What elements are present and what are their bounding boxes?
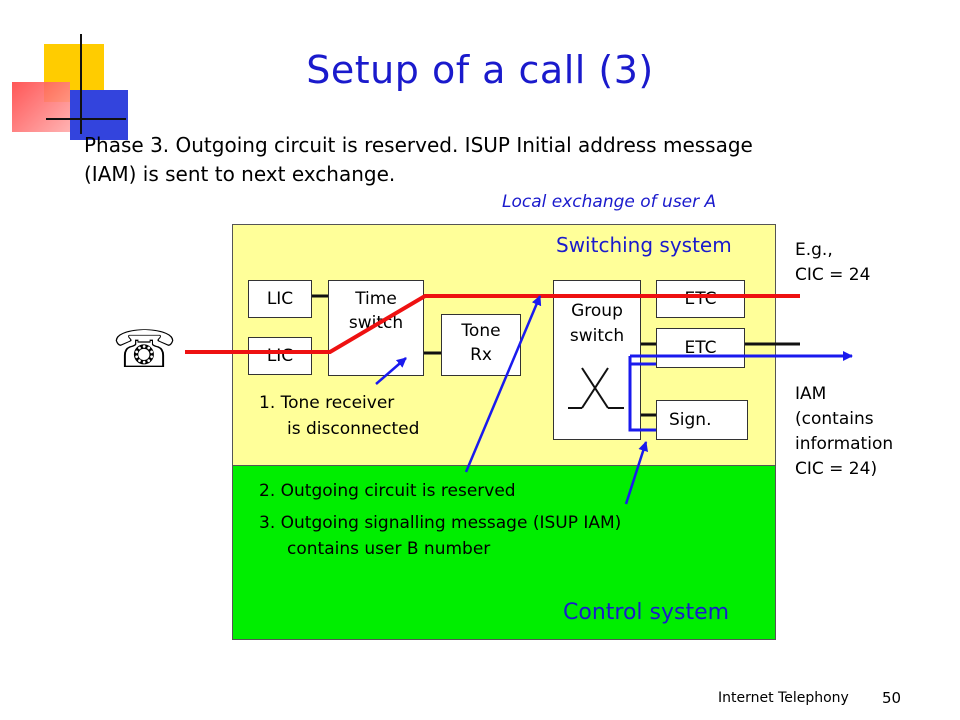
exchange-caption: Local exchange of user A (502, 192, 717, 212)
etc-bottom-block: ETC (656, 328, 745, 368)
note-1-line-1: 1. Tone receiver (259, 393, 395, 413)
time-switch-label-1: Time (355, 289, 397, 309)
sign-block: Sign. (656, 400, 748, 440)
group-switch-block: Group switch (553, 280, 641, 440)
tone-rx-block: Tone Rx (441, 314, 521, 376)
iam-line-4: CIC = 24) (795, 459, 878, 479)
footer-text: Internet Telephony (718, 690, 849, 706)
group-switch-label-2: switch (569, 326, 625, 346)
cic-example: E.g., CIC = 24 (795, 238, 870, 288)
slide-subtitle: Phase 3. Outgoing circuit is reserved. I… (84, 131, 944, 189)
telephone-icon: ☏ (112, 320, 178, 380)
sign-label: Sign. (669, 410, 712, 430)
time-switch-block: Time switch (328, 280, 424, 376)
control-system-panel (232, 465, 776, 640)
note-3-line-2: contains user B number (287, 539, 491, 559)
etc-top-block: ETC (656, 280, 745, 318)
iam-line-3: information (795, 434, 894, 454)
lic-top-label: LIC (266, 289, 294, 309)
control-system-label: Control system (563, 600, 730, 625)
subtitle-line-1: Phase 3. Outgoing circuit is reserved. I… (84, 133, 753, 157)
iam-line-1: IAM (795, 384, 827, 404)
pointer-sign (624, 441, 648, 505)
speech-path (185, 294, 800, 354)
note-signalling-message: 3. Outgoing signalling message (ISUP IAM… (259, 510, 621, 562)
page-number: 50 (882, 689, 902, 707)
tone-rx-label-2: Rx (470, 345, 492, 365)
note-3-line-1: 3. Outgoing signalling message (ISUP IAM… (259, 513, 622, 533)
note-circuit-reserved: 2. Outgoing circuit is reserved (259, 481, 516, 501)
signalling-link (628, 362, 656, 432)
cic-example-line-2: CIC = 24 (795, 265, 871, 285)
cic-example-line-1: E.g., (795, 240, 833, 260)
iam-description: IAM (contains information CIC = 24) (795, 382, 893, 482)
etc-bottom-label: ETC (684, 338, 717, 358)
subtitle-line-2: (IAM) is sent to next exchange. (84, 162, 396, 186)
pointer-time-switch (375, 357, 407, 385)
note-tone-receiver: 1. Tone receiver is disconnected (259, 390, 419, 442)
iam-line-2: (contains (795, 409, 874, 429)
lic-top-block: LIC (248, 280, 312, 318)
switching-system-label: Switching system (556, 233, 732, 257)
tone-rx-label-1: Tone (461, 321, 501, 341)
slide-title: Setup of a call (3) (306, 48, 654, 92)
group-switch-label-1: Group (571, 301, 623, 321)
note-1-line-2: is disconnected (287, 419, 420, 439)
group-switch-cross-b (581, 367, 609, 409)
pointer-group-switch (464, 295, 542, 473)
